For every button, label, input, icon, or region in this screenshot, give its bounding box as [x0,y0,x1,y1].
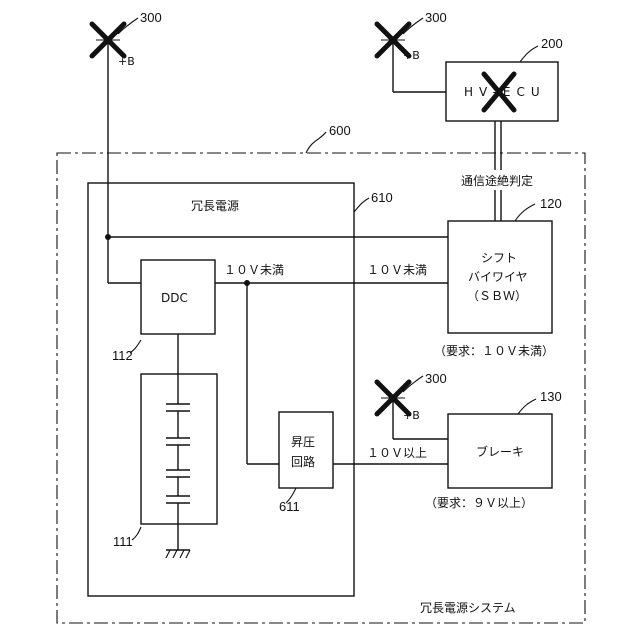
ref-300-2: 300 [425,10,447,25]
plus-b-label-2: +B [403,49,420,62]
ref-610: 610 [371,190,393,205]
plus-b-label-1: +B [118,55,135,68]
ref-611: 611 [279,499,300,514]
ref-111: 111 [113,534,133,549]
ref-600: 600 [329,123,351,138]
sbw-in-label: １０Ｖ未満 [367,263,427,277]
leader-111 [132,527,141,540]
leader-600 [306,132,326,153]
ref-300-1: 300 [140,10,162,25]
leader-120 [515,204,535,221]
ref-200: 200 [541,36,563,51]
boost-label-1: 昇圧 [291,435,315,449]
brake-requirement: （要求：９Ｖ以上） [425,496,533,510]
battery-box [141,374,217,524]
plus-b-source-1: 300 +B [92,10,162,68]
plus-b-label-3: +B [403,409,420,422]
boost-box [279,412,333,488]
plus-b-source-3: 300 +B [377,371,447,422]
boost-label-2: 回路 [291,454,315,469]
leader-610 [354,198,369,212]
comm-judgement-label: 通信途絶判定 [461,173,533,188]
ddc-label: DDC [161,291,188,305]
sbw-label-1: シフト [481,251,517,265]
ref-130: 130 [540,389,562,404]
ref-112: 112 [112,348,133,363]
plus-b-source-2: 300 +B [377,10,447,62]
leader-200 [520,46,538,62]
boost-out-label: １０Ｖ以上 [367,446,427,460]
junction-b-line [105,234,111,240]
ground-icon [166,550,190,558]
sbw-label-3: （ＳＢＷ） [467,289,527,303]
ddc-out-label: １０Ｖ未満 [224,263,284,277]
leader-130 [518,399,536,414]
sbw-label-2: バイワイヤ [468,270,528,284]
redundant-power-label: 冗長電源 [191,199,239,213]
brake-label: ブレーキ [476,444,524,459]
ref-120: 120 [540,196,562,211]
redundant-system-label: 冗長電源システム [420,601,516,615]
ref-300-3: 300 [425,371,447,386]
sbw-requirement: （要求：１０Ｖ未満） [434,344,554,358]
